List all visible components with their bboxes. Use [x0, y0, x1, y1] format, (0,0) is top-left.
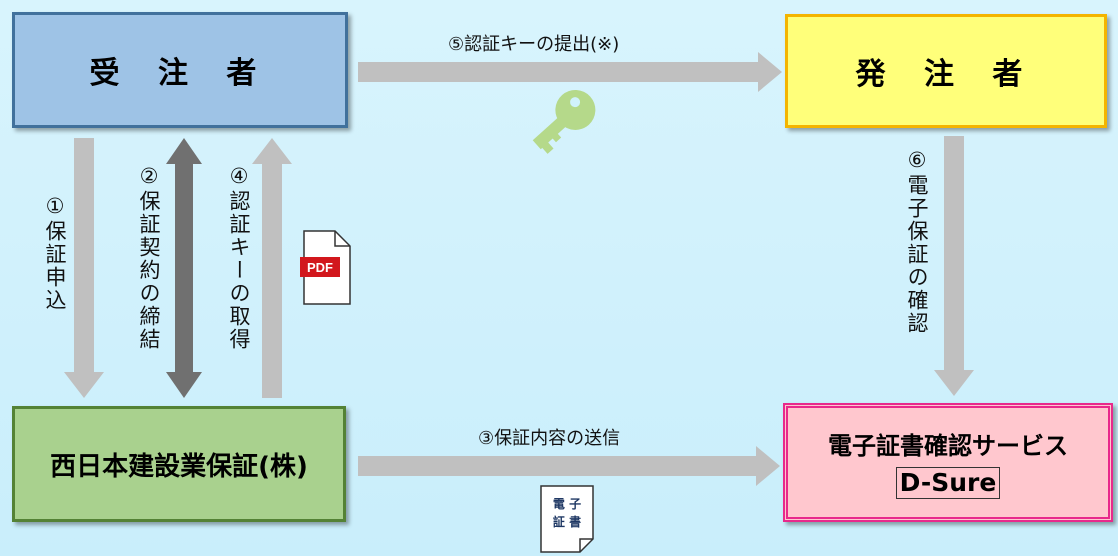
arrow-step2: [166, 138, 202, 398]
orderer-label: 発 注 者: [855, 57, 1037, 92]
step1-label: ①保証申込: [43, 194, 67, 312]
step3-label: ③保証内容の送信: [478, 428, 621, 449]
arrow-step5: [358, 52, 782, 92]
guarantor-box: 西日本建設業保証(株): [12, 406, 346, 522]
pdf-label: PDF: [307, 260, 333, 275]
pdf-file-icon: [300, 230, 351, 305]
contractor-box: 受 注 者: [12, 12, 348, 128]
arrow-step1: [64, 138, 104, 398]
dsure-box: 電子証書確認サービス D-Sure: [783, 403, 1113, 522]
step4-label: ④認証キーの取得: [227, 164, 251, 351]
arrow-step6: [934, 136, 974, 396]
certificate-label-line1: 電 子: [553, 497, 581, 511]
guarantor-label: 西日本建設業保証(株): [50, 451, 308, 482]
certificate-doc-icon: [540, 485, 594, 553]
step6-label: ⑥電子保証の確認: [905, 148, 929, 335]
arrow-step3: [358, 446, 780, 486]
orderer-box: 発 注 者: [785, 14, 1107, 128]
step5-label: ⑤認証キーの提出(※): [448, 34, 620, 55]
arrow-step4: [252, 138, 292, 398]
step2-label: ②保証契約の締結: [137, 164, 161, 351]
dsure-title: 電子証書確認サービス: [828, 432, 1068, 460]
certificate-label-line2: 証 書: [553, 514, 581, 529]
dsure-tag: D-Sure: [895, 467, 1001, 499]
key-icon: [532, 89, 596, 154]
contractor-label: 受 注 者: [89, 56, 271, 91]
